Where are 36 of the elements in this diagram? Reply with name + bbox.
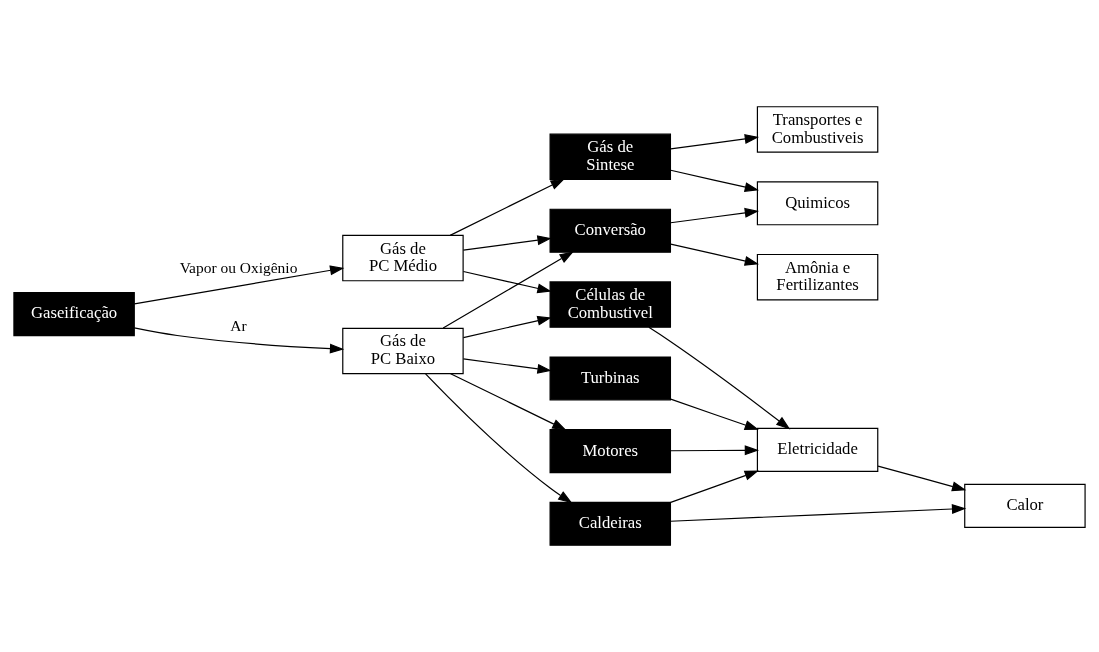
node-box: Conversão	[549, 208, 672, 253]
node-box: Caldeiras	[549, 501, 672, 546]
arrow	[669, 504, 967, 522]
node-box: Gaseificação	[13, 292, 135, 337]
node-box: Quimicos	[756, 181, 879, 226]
node-box: Células de Combustivel	[549, 281, 672, 328]
arrow	[670, 470, 759, 503]
arrow	[450, 373, 567, 431]
node-box: Gás de Sintese	[549, 133, 672, 181]
arrow	[462, 235, 552, 251]
arrow	[670, 243, 759, 266]
node-box: Motores	[549, 429, 672, 474]
arrow	[648, 326, 791, 430]
node-box: Amônia e Fertilizantes	[756, 253, 879, 301]
arrow	[670, 398, 759, 430]
arrow	[133, 327, 345, 354]
arrow	[133, 265, 345, 305]
arrow	[462, 315, 552, 339]
arrow	[449, 178, 565, 236]
arrow	[670, 445, 760, 456]
node-box: Turbinas	[549, 356, 672, 401]
arrow	[670, 169, 759, 192]
node-box: Gás de PC Médio	[342, 234, 464, 282]
node-box: Eletricidade	[756, 427, 879, 472]
edge-label: Vapor ou Oxigênio	[179, 258, 298, 276]
arrow	[425, 373, 573, 504]
node-box: Transportes e Combustiveis	[756, 106, 879, 153]
edge-label: Ar	[230, 317, 247, 335]
arrow	[670, 207, 760, 224]
arrow	[462, 358, 552, 374]
node-box: Gás de PC Baixo	[342, 327, 464, 375]
arrow	[670, 134, 760, 150]
arrow	[877, 465, 967, 492]
arrow	[442, 251, 574, 329]
node-box: Calor	[964, 483, 1086, 528]
arrow	[462, 270, 552, 294]
